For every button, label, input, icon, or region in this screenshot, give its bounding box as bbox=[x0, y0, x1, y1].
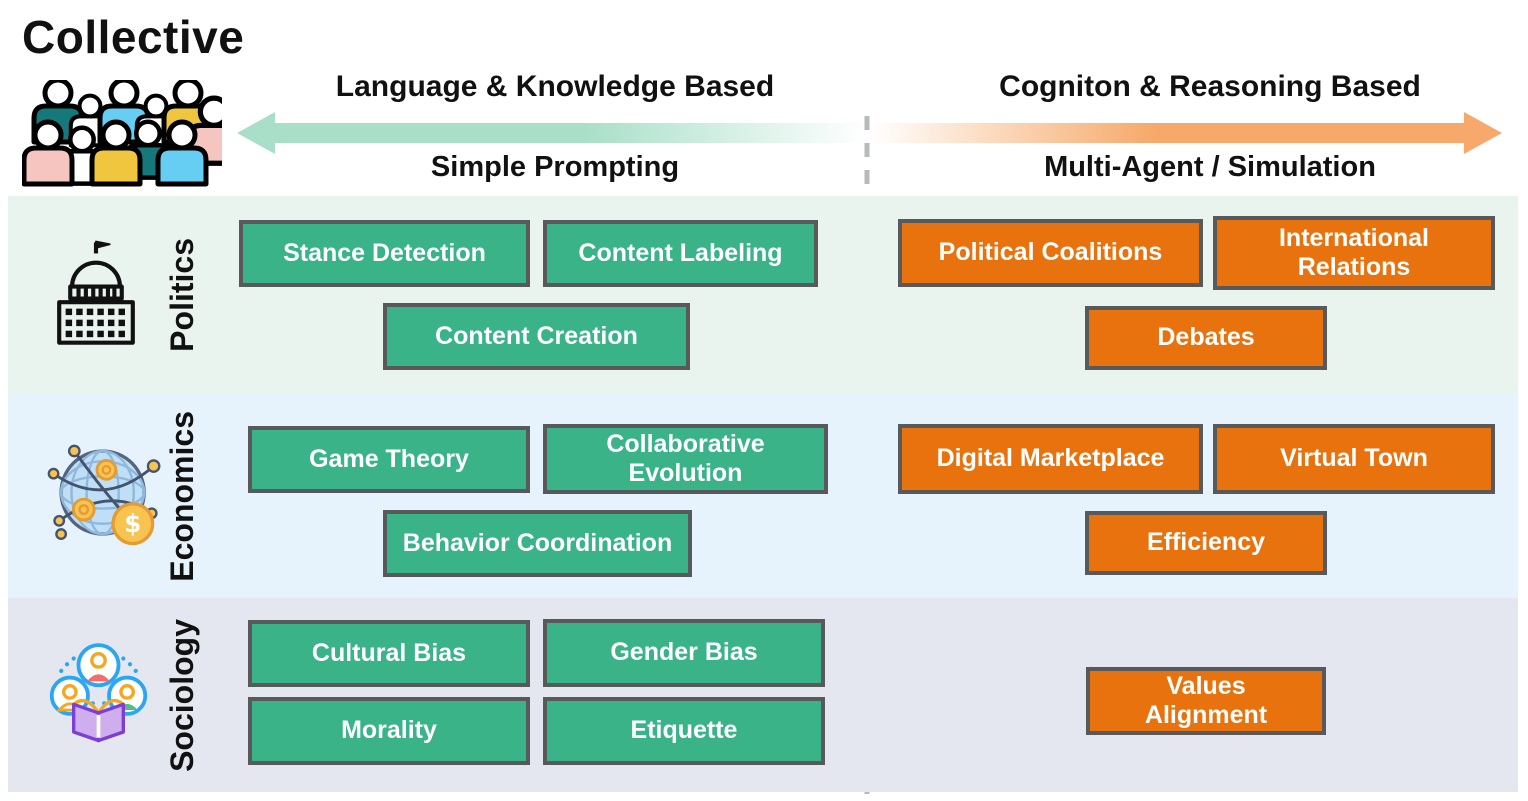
topic-box-efficiency: Efficiency bbox=[1085, 511, 1327, 575]
topic-box-gender-bias: Gender Bias bbox=[543, 619, 825, 687]
row-label-politics: Politics bbox=[163, 238, 200, 352]
topic-box-behavior-coordination: Behavior Coordination bbox=[383, 510, 692, 577]
topic-box-etiquette: Etiquette bbox=[543, 697, 825, 765]
people-reading-book-icon bbox=[46, 634, 151, 746]
row-label-sociology: Sociology bbox=[163, 618, 200, 772]
crowd-icon bbox=[22, 80, 222, 192]
row-label-economics: Economics bbox=[163, 410, 200, 582]
topic-box-content-labeling: Content Labeling bbox=[543, 220, 818, 287]
topic-box-stance-detection: Stance Detection bbox=[239, 220, 530, 287]
header-cognition-reasoning: Cogniton & Reasoning Based bbox=[999, 70, 1421, 103]
topic-box-international-relations: International Relations bbox=[1213, 216, 1495, 290]
capitol-building-icon bbox=[50, 238, 142, 348]
left-arrow bbox=[237, 112, 867, 154]
topic-box-collaborative-evolution: Collaborative Evolution bbox=[543, 424, 828, 494]
page-title: Collective bbox=[22, 11, 245, 63]
topic-box-virtual-town: Virtual Town bbox=[1213, 424, 1495, 494]
right-arrow bbox=[870, 112, 1502, 154]
topic-box-debates: Debates bbox=[1085, 306, 1327, 370]
header-language-knowledge: Language & Knowledge Based bbox=[335, 70, 775, 103]
subheader-multi-agent-simulation: Multi-Agent / Simulation bbox=[1044, 151, 1376, 183]
topic-box-values-alignment: Values Alignment bbox=[1086, 667, 1326, 735]
topic-box-game-theory: Game Theory bbox=[248, 426, 530, 493]
subheader-simple-prompting: Simple Prompting bbox=[430, 151, 680, 183]
topic-box-cultural-bias: Cultural Bias bbox=[248, 620, 530, 687]
topic-box-content-creation: Content Creation bbox=[383, 303, 690, 370]
topic-box-morality: Morality bbox=[248, 697, 530, 765]
topic-box-digital-marketplace: Digital Marketplace bbox=[898, 424, 1203, 494]
topic-box-political-coalitions: Political Coalitions bbox=[898, 219, 1203, 287]
globe-network-money-icon: $ bbox=[46, 432, 164, 554]
svg-text:$: $ bbox=[124, 509, 141, 538]
